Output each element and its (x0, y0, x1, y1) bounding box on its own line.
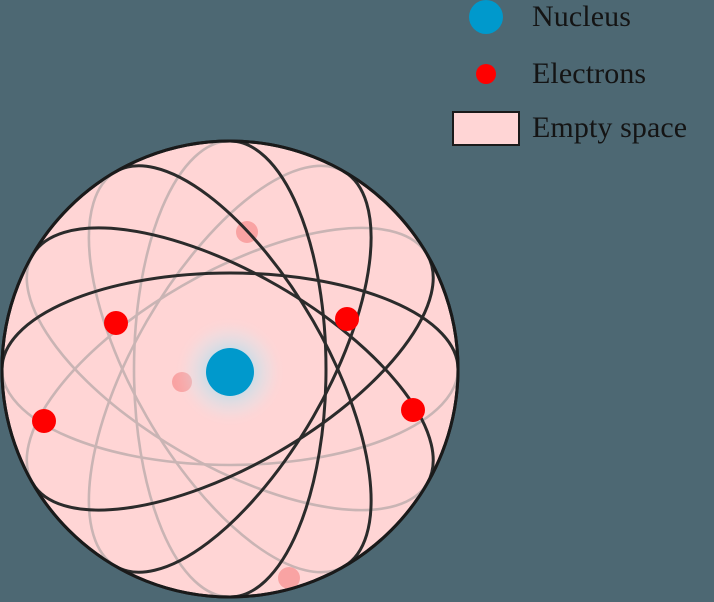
empty-space-swatch-icon (452, 110, 520, 146)
legend-marker-cell-nucleus (440, 0, 532, 37)
legend-item-electrons: Electrons (440, 54, 646, 94)
legend-item-nucleus: Nucleus (440, 0, 631, 37)
legend-label-nucleus: Nucleus (532, 0, 632, 33)
nucleus-swatch-icon (469, 0, 503, 34)
legend-marker-cell-empty-space (440, 108, 532, 148)
sphere-outline (0, 139, 460, 599)
legend-label-empty-space: Empty space (532, 111, 688, 144)
orbit-front-arcs (2, 141, 458, 597)
legend-label-electrons: Electrons (532, 57, 647, 90)
legend-item-empty-space: Empty space (440, 108, 687, 148)
legend: Nucleus Electrons Empty space (440, 0, 714, 155)
orbit-back-arcs (2, 141, 458, 597)
electrons-front (32, 307, 425, 433)
nucleus (206, 348, 254, 396)
legend-marker-cell-electrons (440, 54, 532, 94)
electron-swatch-icon (476, 64, 496, 84)
